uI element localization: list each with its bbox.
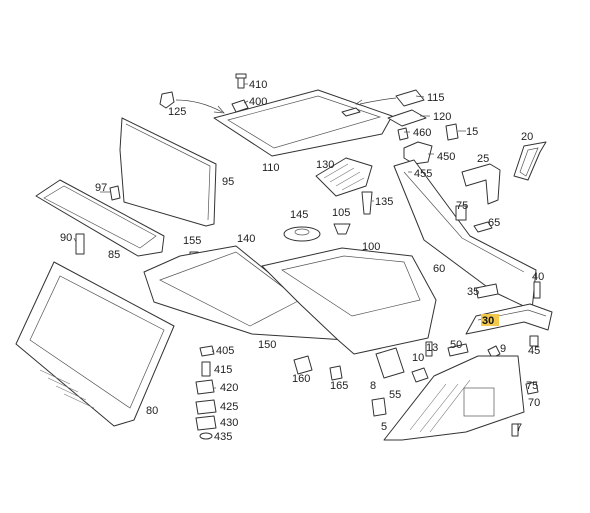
- part-400-410-plugs[interactable]: [231, 73, 249, 113]
- callout-400[interactable]: 400: [249, 96, 267, 108]
- callout-460[interactable]: 460: [413, 127, 431, 139]
- part-405-435-fastener-stack[interactable]: [195, 345, 217, 440]
- callout-25[interactable]: 25: [477, 153, 489, 165]
- callout-50[interactable]: 50: [450, 339, 462, 351]
- part-95-rear-panel[interactable]: [119, 117, 217, 227]
- part-97-clip[interactable]: [109, 185, 121, 201]
- callout-65[interactable]: 65: [488, 217, 500, 229]
- part-5-lower-panel[interactable]: [383, 355, 525, 441]
- callout-145[interactable]: 145: [290, 209, 308, 221]
- callout-30[interactable]: 30: [482, 315, 494, 327]
- part-125-hook[interactable]: [159, 91, 225, 114]
- part-55-clip[interactable]: [371, 397, 387, 417]
- part-25-bracket[interactable]: [461, 163, 501, 205]
- part-160-block[interactable]: [293, 355, 313, 375]
- callout-455[interactable]: 455: [414, 168, 432, 180]
- callout-95[interactable]: 95: [222, 176, 234, 188]
- callout-35[interactable]: 35: [467, 286, 479, 298]
- part-65-pad[interactable]: [473, 221, 493, 233]
- callout-140[interactable]: 140: [237, 233, 255, 245]
- callout-425[interactable]: 425: [220, 401, 238, 413]
- part-10-13-fasteners[interactable]: [411, 341, 433, 383]
- callout-5[interactable]: 5: [381, 421, 387, 433]
- part-135-fastener[interactable]: [361, 191, 373, 215]
- callout-45[interactable]: 45: [528, 345, 540, 357]
- part-9-clip[interactable]: [487, 345, 501, 359]
- part-50-pad[interactable]: [447, 343, 469, 357]
- callout-10[interactable]: 10: [412, 352, 424, 364]
- part-75-clip[interactable]: [455, 205, 467, 221]
- callout-420[interactable]: 420: [220, 382, 238, 394]
- part-20-handle[interactable]: [513, 141, 547, 181]
- callout-130[interactable]: 130: [316, 159, 334, 171]
- callout-13[interactable]: 13: [426, 342, 438, 354]
- part-35-pad[interactable]: [475, 283, 499, 299]
- callout-labels: 410 400 125 115 120 460 15 20 450 25 455…: [60, 79, 544, 443]
- part-45-fastener[interactable]: [529, 335, 539, 347]
- callout-150[interactable]: 150: [258, 339, 276, 351]
- callout-80[interactable]: 80: [146, 405, 158, 417]
- callout-7[interactable]: 7: [516, 422, 522, 434]
- part-15-clip[interactable]: [445, 123, 459, 141]
- callout-15[interactable]: 15: [466, 126, 478, 138]
- callout-125[interactable]: 125: [168, 106, 186, 118]
- part-70-clip[interactable]: [525, 381, 539, 395]
- part-8-box[interactable]: [375, 347, 405, 379]
- part-40-bolt[interactable]: [533, 281, 541, 299]
- callout-115[interactable]: 115: [427, 92, 445, 104]
- callout-410[interactable]: 410: [249, 79, 267, 91]
- callout-90[interactable]: 90: [60, 232, 72, 244]
- part-30-sill-strip[interactable]: [465, 303, 553, 335]
- callout-75[interactable]: 75: [456, 200, 468, 212]
- callout-120[interactable]: 120: [433, 111, 451, 123]
- part-165-clip[interactable]: [329, 365, 343, 381]
- callout-155[interactable]: 155: [183, 235, 201, 247]
- callout-135[interactable]: 135: [375, 196, 393, 208]
- part-80-floor-board[interactable]: [15, 261, 175, 427]
- callout-85[interactable]: 85: [108, 249, 120, 261]
- callout-55[interactable]: 55: [389, 389, 401, 401]
- callout-165[interactable]: 165: [330, 380, 348, 392]
- callout-40[interactable]: 40: [532, 271, 544, 283]
- part-90-fastener[interactable]: [75, 233, 85, 255]
- callout-100[interactable]: 100: [362, 241, 380, 253]
- callout-70[interactable]: 70: [528, 397, 540, 409]
- leader-lines: [73, 83, 466, 389]
- part-120-plate[interactable]: [387, 109, 427, 127]
- callout-110[interactable]: 110: [262, 162, 280, 174]
- callout-430[interactable]: 430: [220, 417, 238, 429]
- highlight-marker: [481, 314, 499, 326]
- part-145-grommet[interactable]: [283, 226, 321, 242]
- callout-60[interactable]: 60: [433, 263, 445, 275]
- part-110-floor-cover[interactable]: [213, 89, 393, 157]
- callout-9[interactable]: 9: [500, 343, 506, 355]
- part-130-tray[interactable]: [315, 157, 373, 197]
- callout-435[interactable]: 435: [214, 431, 232, 443]
- callout-8[interactable]: 8: [370, 380, 376, 392]
- callout-105[interactable]: 105: [332, 207, 350, 219]
- part-7-bolt[interactable]: [511, 423, 519, 437]
- callout-160[interactable]: 160: [292, 373, 310, 385]
- part-85-rail[interactable]: [35, 179, 165, 257]
- callout-97[interactable]: 97: [95, 182, 107, 194]
- callout-450[interactable]: 450: [437, 151, 455, 163]
- callout-75-lower[interactable]: 75: [526, 380, 538, 392]
- part-105-fastener[interactable]: [333, 223, 351, 235]
- part-115-bracket[interactable]: [355, 89, 425, 107]
- callout-405[interactable]: 405: [216, 345, 234, 357]
- callout-415[interactable]: 415: [214, 364, 232, 376]
- callout-20[interactable]: 20: [521, 131, 533, 143]
- part-100-trunk-well[interactable]: [261, 247, 437, 355]
